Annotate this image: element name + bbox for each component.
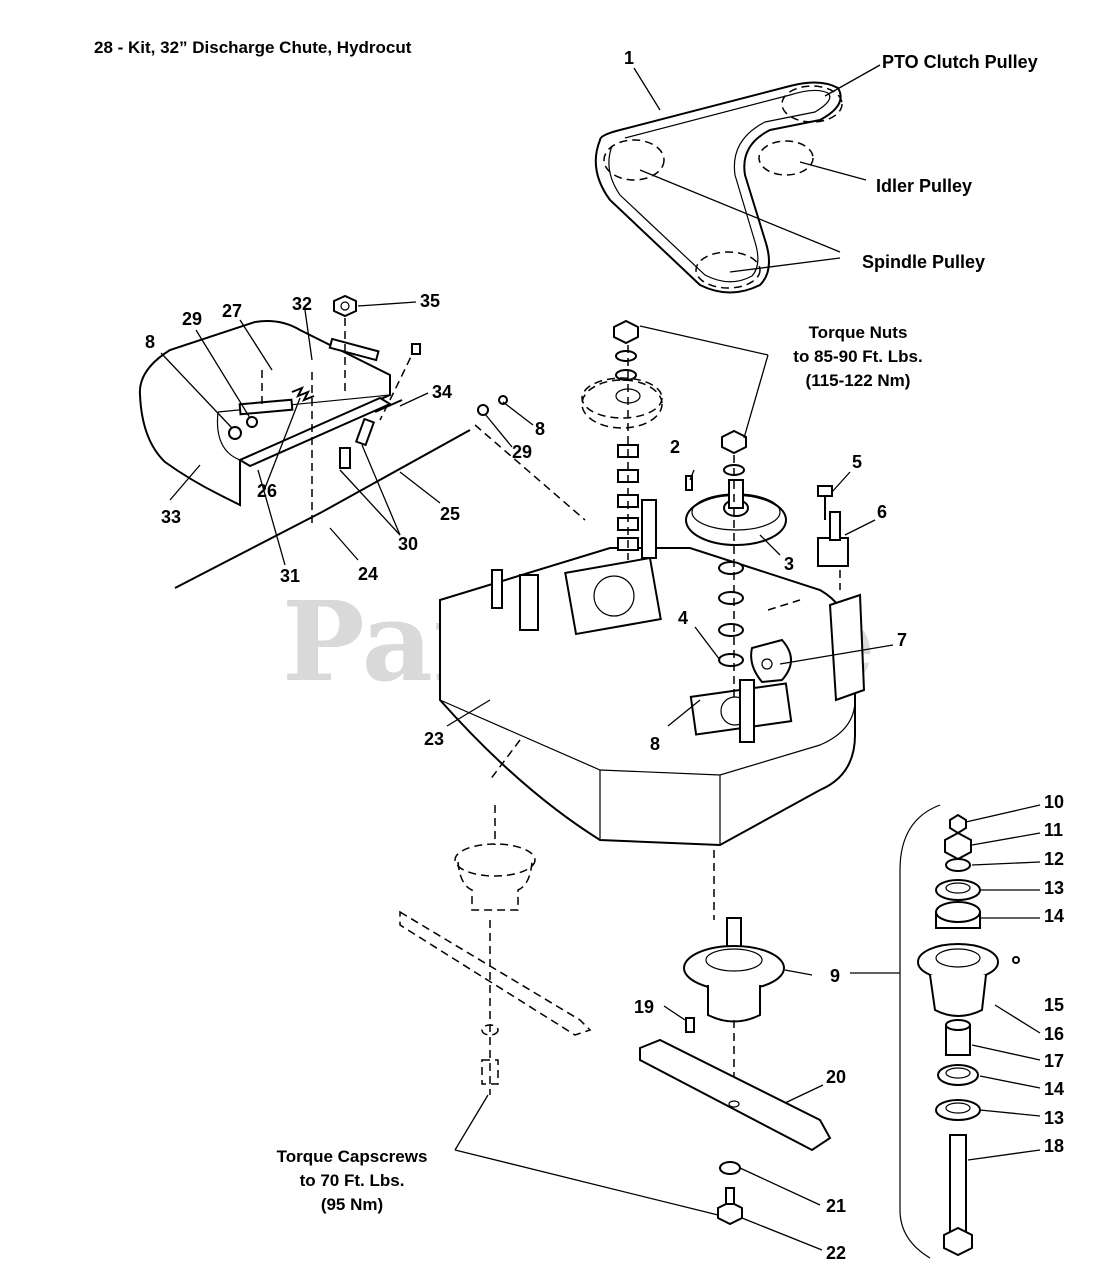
nut-35 xyxy=(333,294,357,318)
label-2: 2 xyxy=(670,437,680,457)
label-7: 7 xyxy=(897,630,907,650)
label-30: 30 xyxy=(398,534,418,554)
label-27: 27 xyxy=(222,301,242,321)
label-16: 16 xyxy=(1044,1024,1064,1044)
label-10: 10 xyxy=(1044,792,1064,812)
callout-labels: 1 PTO Clutch Pulley Idler Pulley Spindle… xyxy=(145,48,1064,1263)
label-8-chute: 8 xyxy=(145,332,155,352)
diagram-title: 28 - Kit, 32” Discharge Chute, Hydrocut xyxy=(94,38,412,57)
belt-assembly xyxy=(594,64,881,294)
mounting-bracket xyxy=(828,593,866,702)
label-8-deck: 8 xyxy=(650,734,660,754)
right-spindle-assembly xyxy=(639,850,832,1251)
left-spindle-assembly xyxy=(399,805,719,1216)
pulley-idler-outline xyxy=(758,140,814,176)
label-11: 11 xyxy=(1044,820,1063,840)
pulley-spindle-left-outline xyxy=(603,139,665,181)
label-3: 3 xyxy=(784,554,794,574)
rod-24 xyxy=(174,511,323,589)
label-8-rod: 8 xyxy=(535,419,545,439)
label-20: 20 xyxy=(826,1067,846,1087)
deck-housing xyxy=(439,499,866,847)
label-29-chute: 29 xyxy=(182,309,202,329)
pulley-spindle-right-outline xyxy=(695,251,761,289)
label-14-top: 14 xyxy=(1044,906,1064,926)
torque-capscrews-line1: Torque Capscrews xyxy=(277,1147,428,1166)
torque-capscrews-line2: to 70 Ft. Lbs. xyxy=(300,1171,405,1190)
torque-nuts-line3: (115-122 Nm) xyxy=(806,371,911,390)
pulley-pto-outline xyxy=(781,85,843,123)
spindle-exploded xyxy=(850,804,1041,1259)
spindle-stack xyxy=(446,319,894,727)
label-15: 15 xyxy=(1044,995,1064,1015)
label-22: 22 xyxy=(826,1243,846,1263)
label-21: 21 xyxy=(826,1196,846,1216)
label-17: 17 xyxy=(1044,1051,1064,1071)
torque-nuts-line1: Torque Nuts xyxy=(809,323,908,342)
label-13-bottom: 13 xyxy=(1044,1108,1064,1128)
label-26: 26 xyxy=(257,481,277,501)
label-35: 35 xyxy=(420,291,440,311)
label-pto-clutch-pulley: PTO Clutch Pulley xyxy=(882,52,1038,72)
label-25: 25 xyxy=(440,504,460,524)
label-spindle-pulley: Spindle Pulley xyxy=(862,252,985,272)
label-idler-pulley: Idler Pulley xyxy=(876,176,972,196)
chute-deflector xyxy=(237,396,393,468)
v-belt xyxy=(594,81,842,294)
label-29-rod: 29 xyxy=(512,442,532,462)
torque-nuts-line2: to 85-90 Ft. Lbs. xyxy=(793,347,922,366)
label-14-bottom: 14 xyxy=(1044,1079,1064,1099)
bracket-6 xyxy=(817,537,849,567)
label-24: 24 xyxy=(358,564,378,584)
spring-26 xyxy=(291,386,315,402)
label-1: 1 xyxy=(624,48,634,68)
rod-25 xyxy=(321,429,471,513)
spindle-housing-9 xyxy=(683,945,785,991)
label-23: 23 xyxy=(424,729,444,749)
label-13-top: 13 xyxy=(1044,878,1064,898)
label-19: 19 xyxy=(634,997,654,1017)
label-32: 32 xyxy=(292,294,312,314)
label-18: 18 xyxy=(1044,1136,1064,1156)
discharge-chute xyxy=(138,294,586,589)
label-5: 5 xyxy=(852,452,862,472)
blade-20 xyxy=(639,1038,832,1152)
torque-capscrews-line3: (95 Nm) xyxy=(321,1195,383,1214)
label-34: 34 xyxy=(432,382,452,402)
label-6: 6 xyxy=(877,502,887,522)
label-9: 9 xyxy=(830,966,840,986)
label-31: 31 xyxy=(280,566,300,586)
label-12: 12 xyxy=(1044,849,1064,869)
label-33: 33 xyxy=(161,507,181,527)
label-4: 4 xyxy=(678,608,688,628)
